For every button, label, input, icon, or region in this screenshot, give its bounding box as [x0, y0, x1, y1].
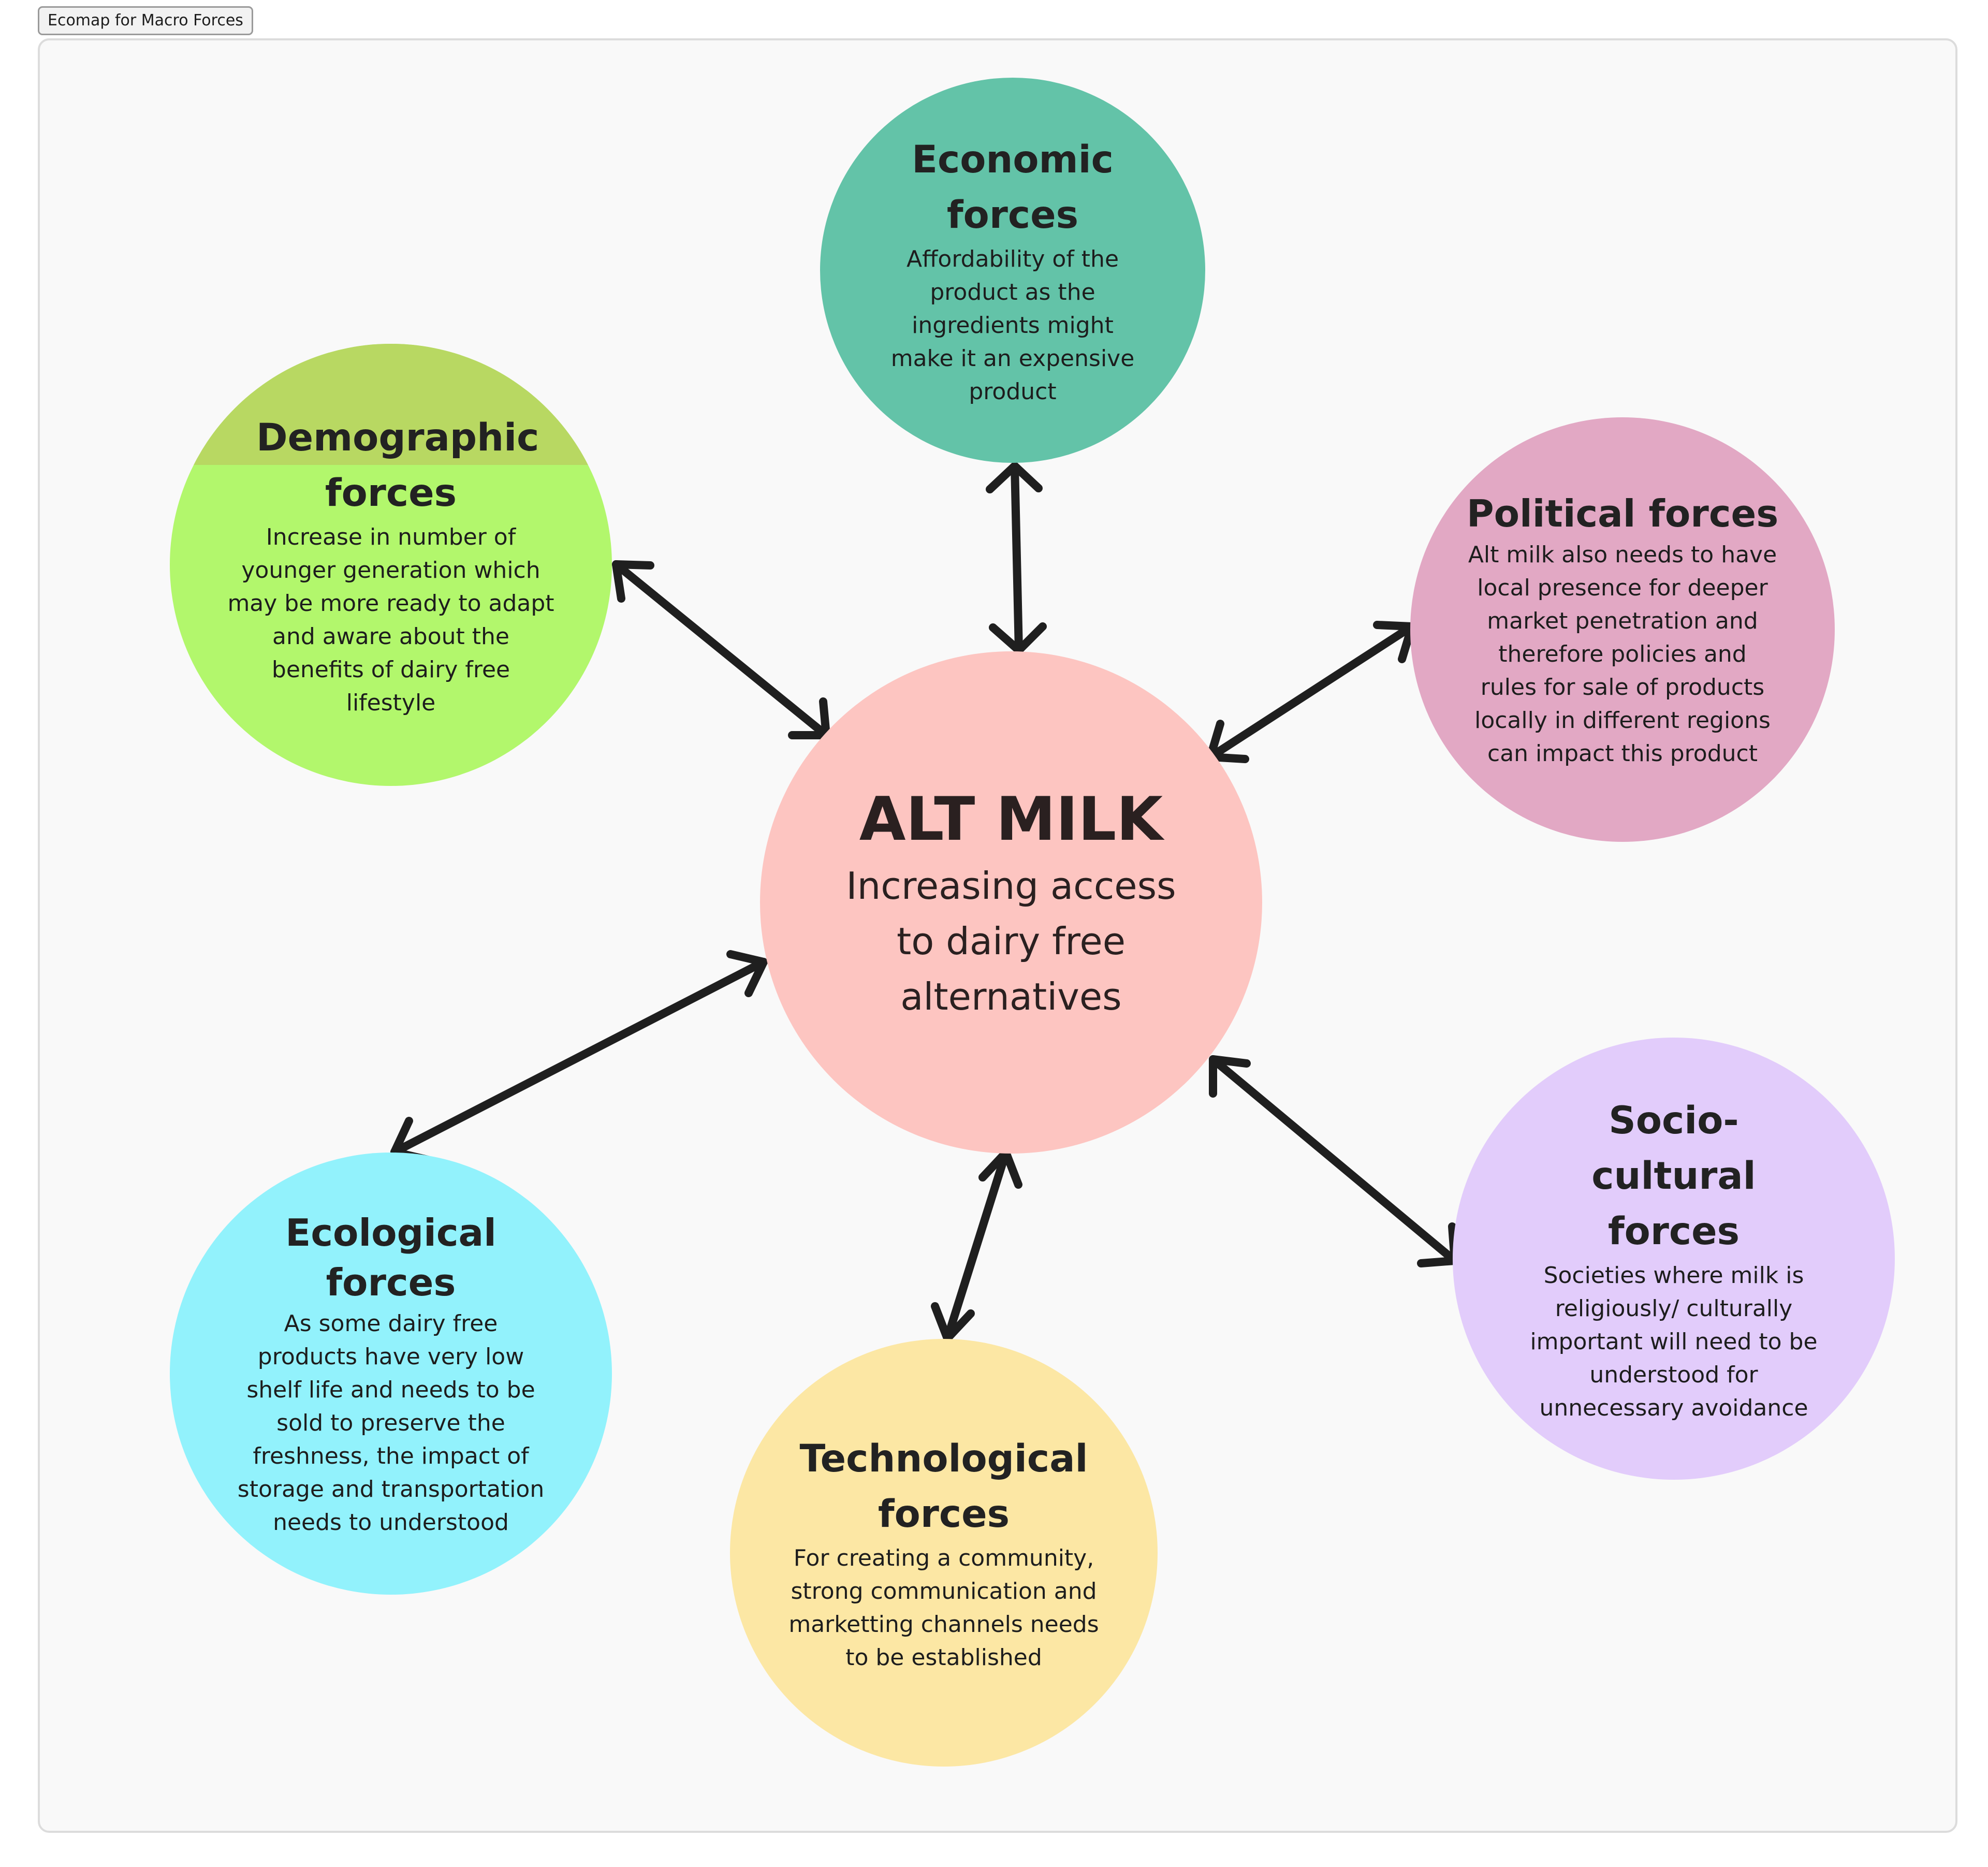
economic-forces-text: Affordability of the product as the ingr…	[890, 246, 1135, 405]
arrow-political[interactable]	[1206, 622, 1416, 761]
arrowhead-icon	[1209, 1055, 1251, 1098]
arrow-ecological[interactable]	[390, 958, 768, 1156]
arrow-economic[interactable]	[1011, 462, 1023, 654]
political-forces-text: Alt milk also needs to have local presen…	[1468, 542, 1777, 767]
arrow-technological[interactable]	[943, 1148, 1010, 1343]
ecological-forces-node[interactable]: Ecological forces As some dairy free pro…	[170, 1153, 612, 1595]
center-subtitle: Increasing access to dairy free alternat…	[846, 864, 1176, 1018]
economic-forces-node[interactable]: Economic forces Affordability of the pro…	[820, 78, 1205, 463]
demographic-cap	[170, 344, 612, 465]
socio-cultural-forces-node[interactable]: Socio-cultural forces Societies where mi…	[1453, 1038, 1895, 1480]
demographic-forces-node[interactable]: Demographic forces Increase in number of…	[170, 344, 612, 786]
arrow-social[interactable]	[1209, 1055, 1459, 1265]
socio-cultural-forces-title: Socio-cultural forces	[1591, 1098, 1756, 1253]
economic-forces-title: Economic forces	[912, 138, 1114, 237]
arrowhead-icon	[726, 950, 768, 997]
technological-forces-title: Technological forces	[799, 1437, 1088, 1536]
technological-forces-text: For creating a community, strong communi…	[788, 1545, 1099, 1671]
ecological-forces-title: Ecological forces	[285, 1211, 496, 1304]
arrow-demographic[interactable]	[612, 560, 830, 739]
demographic-forces-title: Demographic forces	[256, 416, 539, 515]
arrowhead-icon	[931, 1302, 975, 1343]
political-forces-title: Political forces	[1466, 492, 1779, 535]
technological-forces-node[interactable]: Technological forces For creating a comm…	[730, 1339, 1158, 1767]
center-title: ALT MILK	[859, 784, 1163, 854]
arrowhead-icon	[612, 560, 654, 603]
ecological-forces-text: As some dairy free products have very lo…	[237, 1310, 545, 1536]
political-forces-node[interactable]: Political forces Alt milk also needs to …	[1410, 417, 1835, 842]
socio-cultural-forces-text: Societies where milk is religiously/ cul…	[1530, 1262, 1818, 1421]
arrowhead-icon	[989, 622, 1047, 654]
frame-label[interactable]: Ecomap for Macro Forces	[38, 6, 253, 35]
center-node[interactable]: ALT MILK Increasing access to dairy free…	[760, 651, 1262, 1154]
arrowhead-icon	[986, 462, 1043, 493]
demographic-forces-text: Increase in number of younger generation…	[227, 524, 554, 716]
